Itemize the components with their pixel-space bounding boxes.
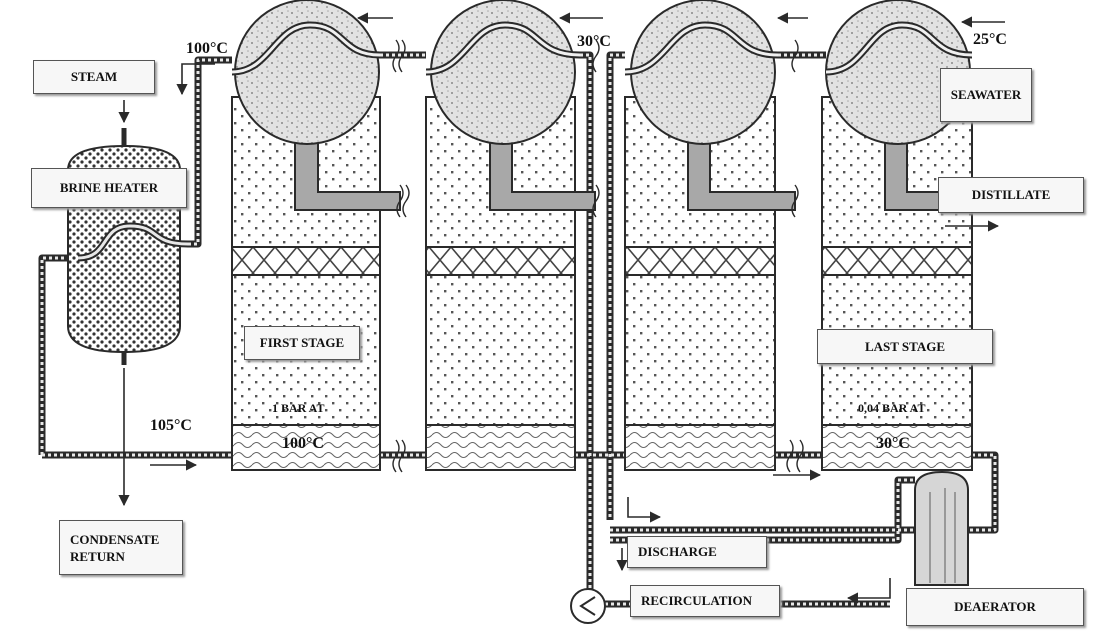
first-stage-brine-temperature: 100°C: [282, 435, 324, 452]
stage-2-outlet-temperature: 30°C: [577, 33, 611, 50]
flow-arrows: [118, 12, 1005, 604]
last-stage-label: LAST STAGE: [817, 329, 993, 364]
seawater-label: SEAWATER: [940, 68, 1032, 122]
first-stage-label: FIRST STAGE: [244, 326, 360, 360]
brine-out-temperature: 100°C: [186, 40, 228, 57]
first-stage-pressure: 1 BAR AT: [272, 401, 325, 415]
condensate-line-1: CONDENSATE: [70, 531, 160, 547]
steam-label: STEAM: [33, 60, 155, 94]
seawater-in-temperature: 25°C: [973, 31, 1007, 48]
brine-heater-vessel: [67, 128, 189, 365]
condensate-line-2: RETURN: [70, 548, 125, 564]
recirculation-label: RECIRCULATION: [630, 585, 780, 617]
last-stage-brine-temperature: 30°C: [876, 435, 910, 452]
recirculation-pump: [570, 588, 606, 624]
stage-1: [231, 0, 401, 471]
stage-3: [624, 0, 796, 471]
brine-heater-label: BRINE HEATER: [31, 168, 187, 208]
stage-2: [425, 0, 596, 471]
last-stage-pressure: 0,04 BAR AT: [858, 401, 926, 415]
discharge-label: DISCHARGE: [627, 536, 767, 568]
distillate-label: DISTILLATE: [938, 177, 1084, 213]
brine-in-temperature: 105°C: [150, 417, 192, 434]
pipe-break-marks: [392, 39, 804, 473]
deaerator-vessel: [914, 470, 969, 586]
deaerator-label: DEAERATOR: [906, 588, 1084, 626]
condensate-return-label: CONDENSATE RETURN: [59, 520, 183, 575]
